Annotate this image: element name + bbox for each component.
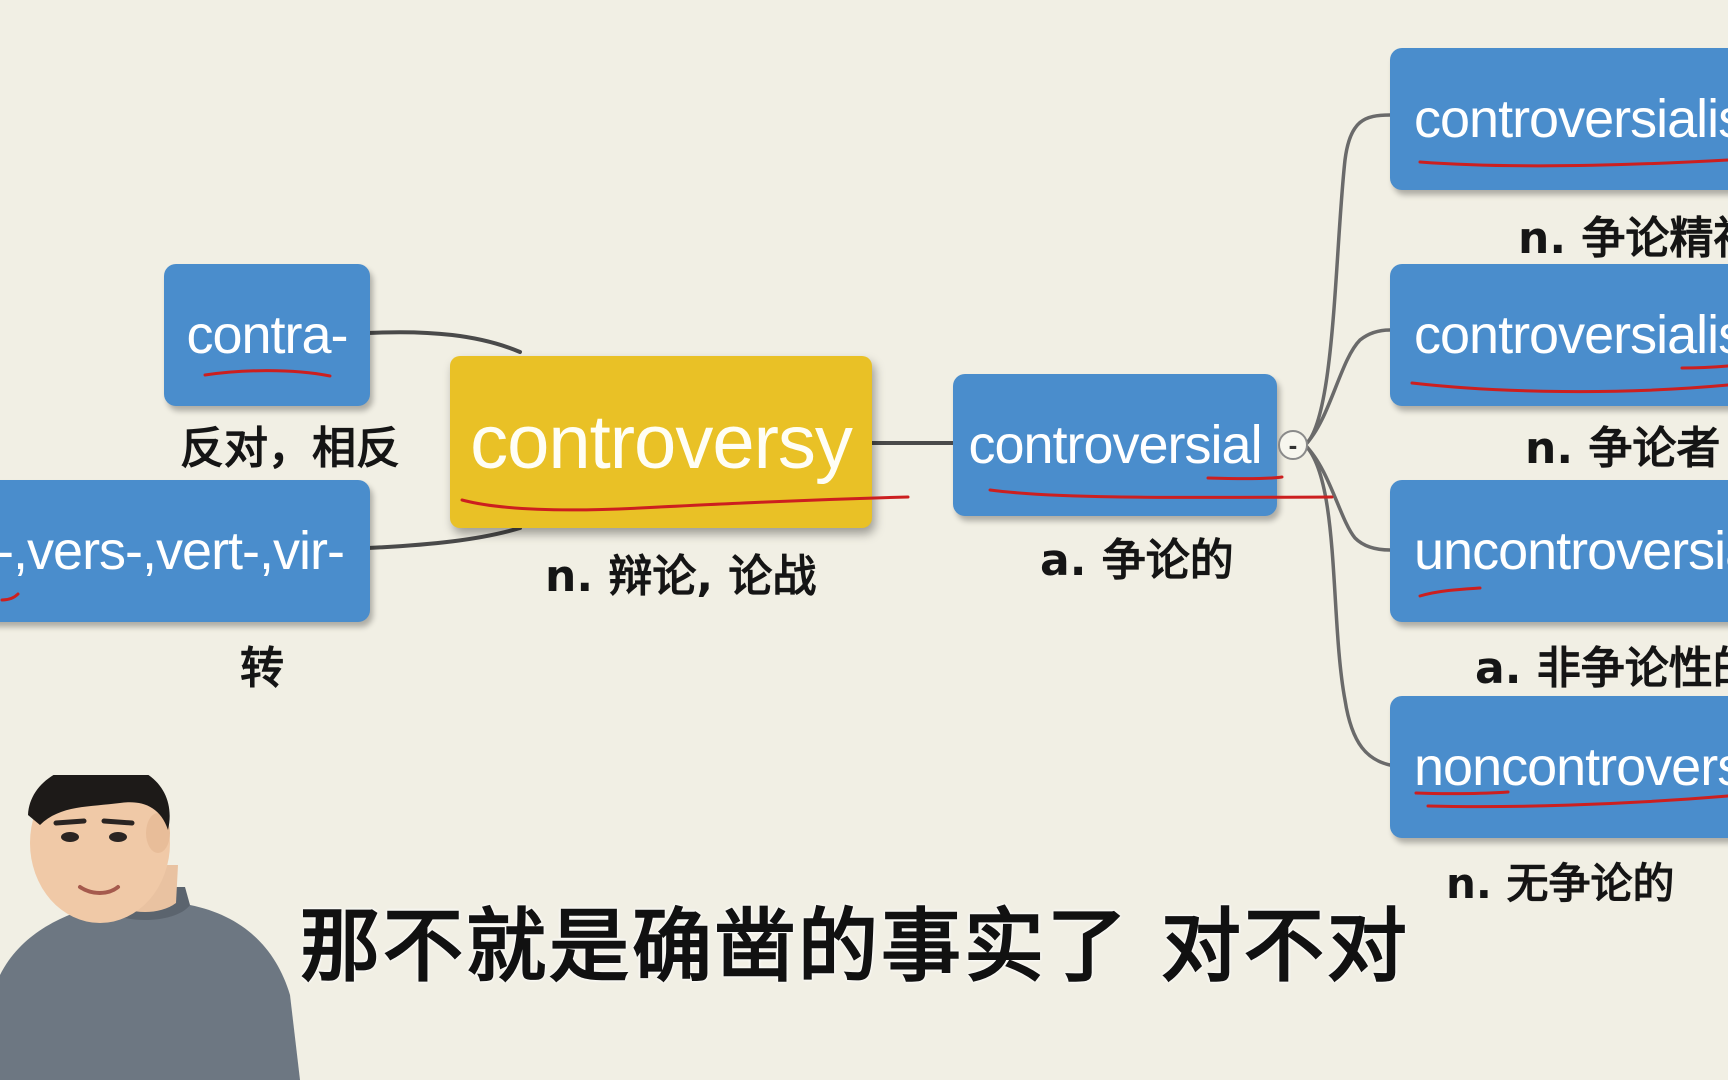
gloss-vers: 转 xyxy=(240,643,284,694)
node-controversial-label: controversial xyxy=(968,415,1262,475)
node-child-3-label: uncontroversial xyxy=(1414,521,1728,581)
node-child-4[interactable]: noncontroversial xyxy=(1390,696,1728,838)
node-child-4-label: noncontroversial xyxy=(1414,737,1728,797)
connector-child-2 xyxy=(1303,328,1392,447)
connector-contra xyxy=(366,330,522,354)
gloss-contra: 反对，相反 xyxy=(180,423,400,474)
node-child-1-label: controversialism xyxy=(1414,89,1728,149)
connector-vers xyxy=(366,526,522,550)
node-root-label: controversy xyxy=(470,399,853,485)
connector-child-1 xyxy=(1303,113,1392,447)
node-vers-label: -,vers-,vert-,vir- xyxy=(0,521,345,581)
node-child-2[interactable]: controversialist xyxy=(1390,264,1728,406)
node-contra-label: contra- xyxy=(186,305,348,365)
gloss-child-1: n. 争论精神 xyxy=(1518,213,1728,264)
connector-child-4 xyxy=(1303,443,1392,767)
node-controversial[interactable]: controversial xyxy=(953,374,1277,516)
subtitle-caption: 那不就是确凿的事实了 对不对 xyxy=(300,900,1410,993)
node-root[interactable]: controversy xyxy=(450,356,872,528)
gloss-child-4: n. 无争论的 xyxy=(1446,859,1675,908)
node-child-2-label: controversialist xyxy=(1414,305,1728,365)
collapse-toggle[interactable]: - xyxy=(1278,430,1308,460)
node-child-3[interactable]: uncontroversial xyxy=(1390,480,1728,622)
presenter-person-icon xyxy=(0,775,300,1080)
gloss-child-3: a. 非争论性的 xyxy=(1475,643,1728,694)
gloss-root: n. 辩论, 论战 xyxy=(545,551,817,602)
connector-child-3 xyxy=(1303,443,1392,552)
node-child-1[interactable]: controversialism xyxy=(1390,48,1728,190)
node-vers[interactable]: -,vers-,vert-,vir- xyxy=(0,480,370,622)
gloss-controversial: a. 争论的 xyxy=(1040,535,1234,586)
gloss-child-2: n. 争论者 xyxy=(1525,423,1721,474)
node-contra[interactable]: contra- xyxy=(164,264,370,406)
